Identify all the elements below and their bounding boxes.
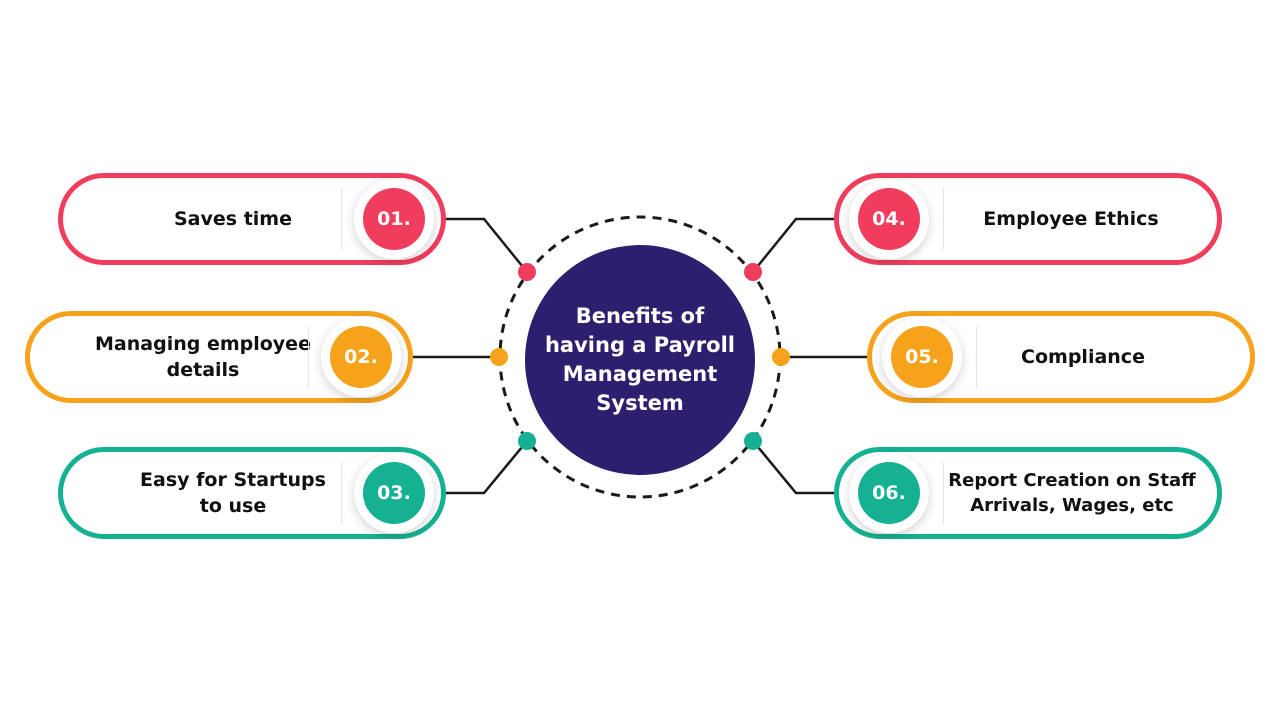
- badge-02: 02.: [321, 317, 401, 397]
- connector-line-01: [446, 217, 528, 273]
- connector-dot-06: [744, 432, 762, 450]
- connector-line-06: [752, 440, 834, 495]
- badge-number-06: 06.: [858, 462, 920, 524]
- hub-title: Benefits of having a Payroll Management …: [544, 304, 735, 415]
- connector-dot-01: [518, 263, 536, 281]
- connector-dot-03: [518, 432, 536, 450]
- badge-05: 05.: [882, 317, 962, 397]
- benefit-card-03: Easy for Startups to use 03.: [58, 447, 446, 539]
- benefit-label-01: Saves time: [174, 208, 292, 230]
- badge-04: 04.: [849, 179, 929, 259]
- benefit-label-05: Compliance: [1021, 346, 1145, 368]
- benefit-label-02: Managing employee details: [95, 333, 311, 381]
- benefit-label-06: Report Creation on Staff Arrivals, Wages…: [948, 470, 1196, 516]
- benefit-label-04: Employee Ethics: [983, 208, 1159, 230]
- hub-circle: Benefits of having a Payroll Management …: [525, 245, 755, 475]
- badge-number-01: 01.: [363, 188, 425, 250]
- badge-03: 03.: [354, 453, 434, 533]
- card-divider: [976, 326, 977, 388]
- badge-number-03: 03.: [363, 462, 425, 524]
- badge-01: 01.: [354, 179, 434, 259]
- card-divider: [943, 188, 944, 250]
- connector-dot-04: [744, 263, 762, 281]
- connector-dot-02: [490, 348, 508, 366]
- badge-number-04: 04.: [858, 188, 920, 250]
- connector-line-03: [446, 440, 528, 495]
- connector-dot-05: [772, 348, 790, 366]
- badge-06: 06.: [849, 453, 929, 533]
- badge-number-02: 02.: [330, 326, 392, 388]
- benefit-card-06: 06. Report Creation on Staff Arrivals, W…: [834, 447, 1222, 539]
- benefit-card-02: Managing employee details 02.: [25, 311, 413, 403]
- badge-number-05: 05.: [891, 326, 953, 388]
- benefit-card-05: 05. Compliance: [867, 311, 1255, 403]
- benefit-card-04: 04. Employee Ethics: [834, 173, 1222, 265]
- benefit-label-03: Easy for Startups to use: [140, 469, 326, 517]
- card-divider: [943, 462, 944, 524]
- card-divider: [308, 326, 309, 388]
- connector-line-04: [752, 217, 834, 273]
- card-divider: [341, 462, 342, 524]
- card-divider: [341, 188, 342, 250]
- benefit-card-01: Saves time 01.: [58, 173, 446, 265]
